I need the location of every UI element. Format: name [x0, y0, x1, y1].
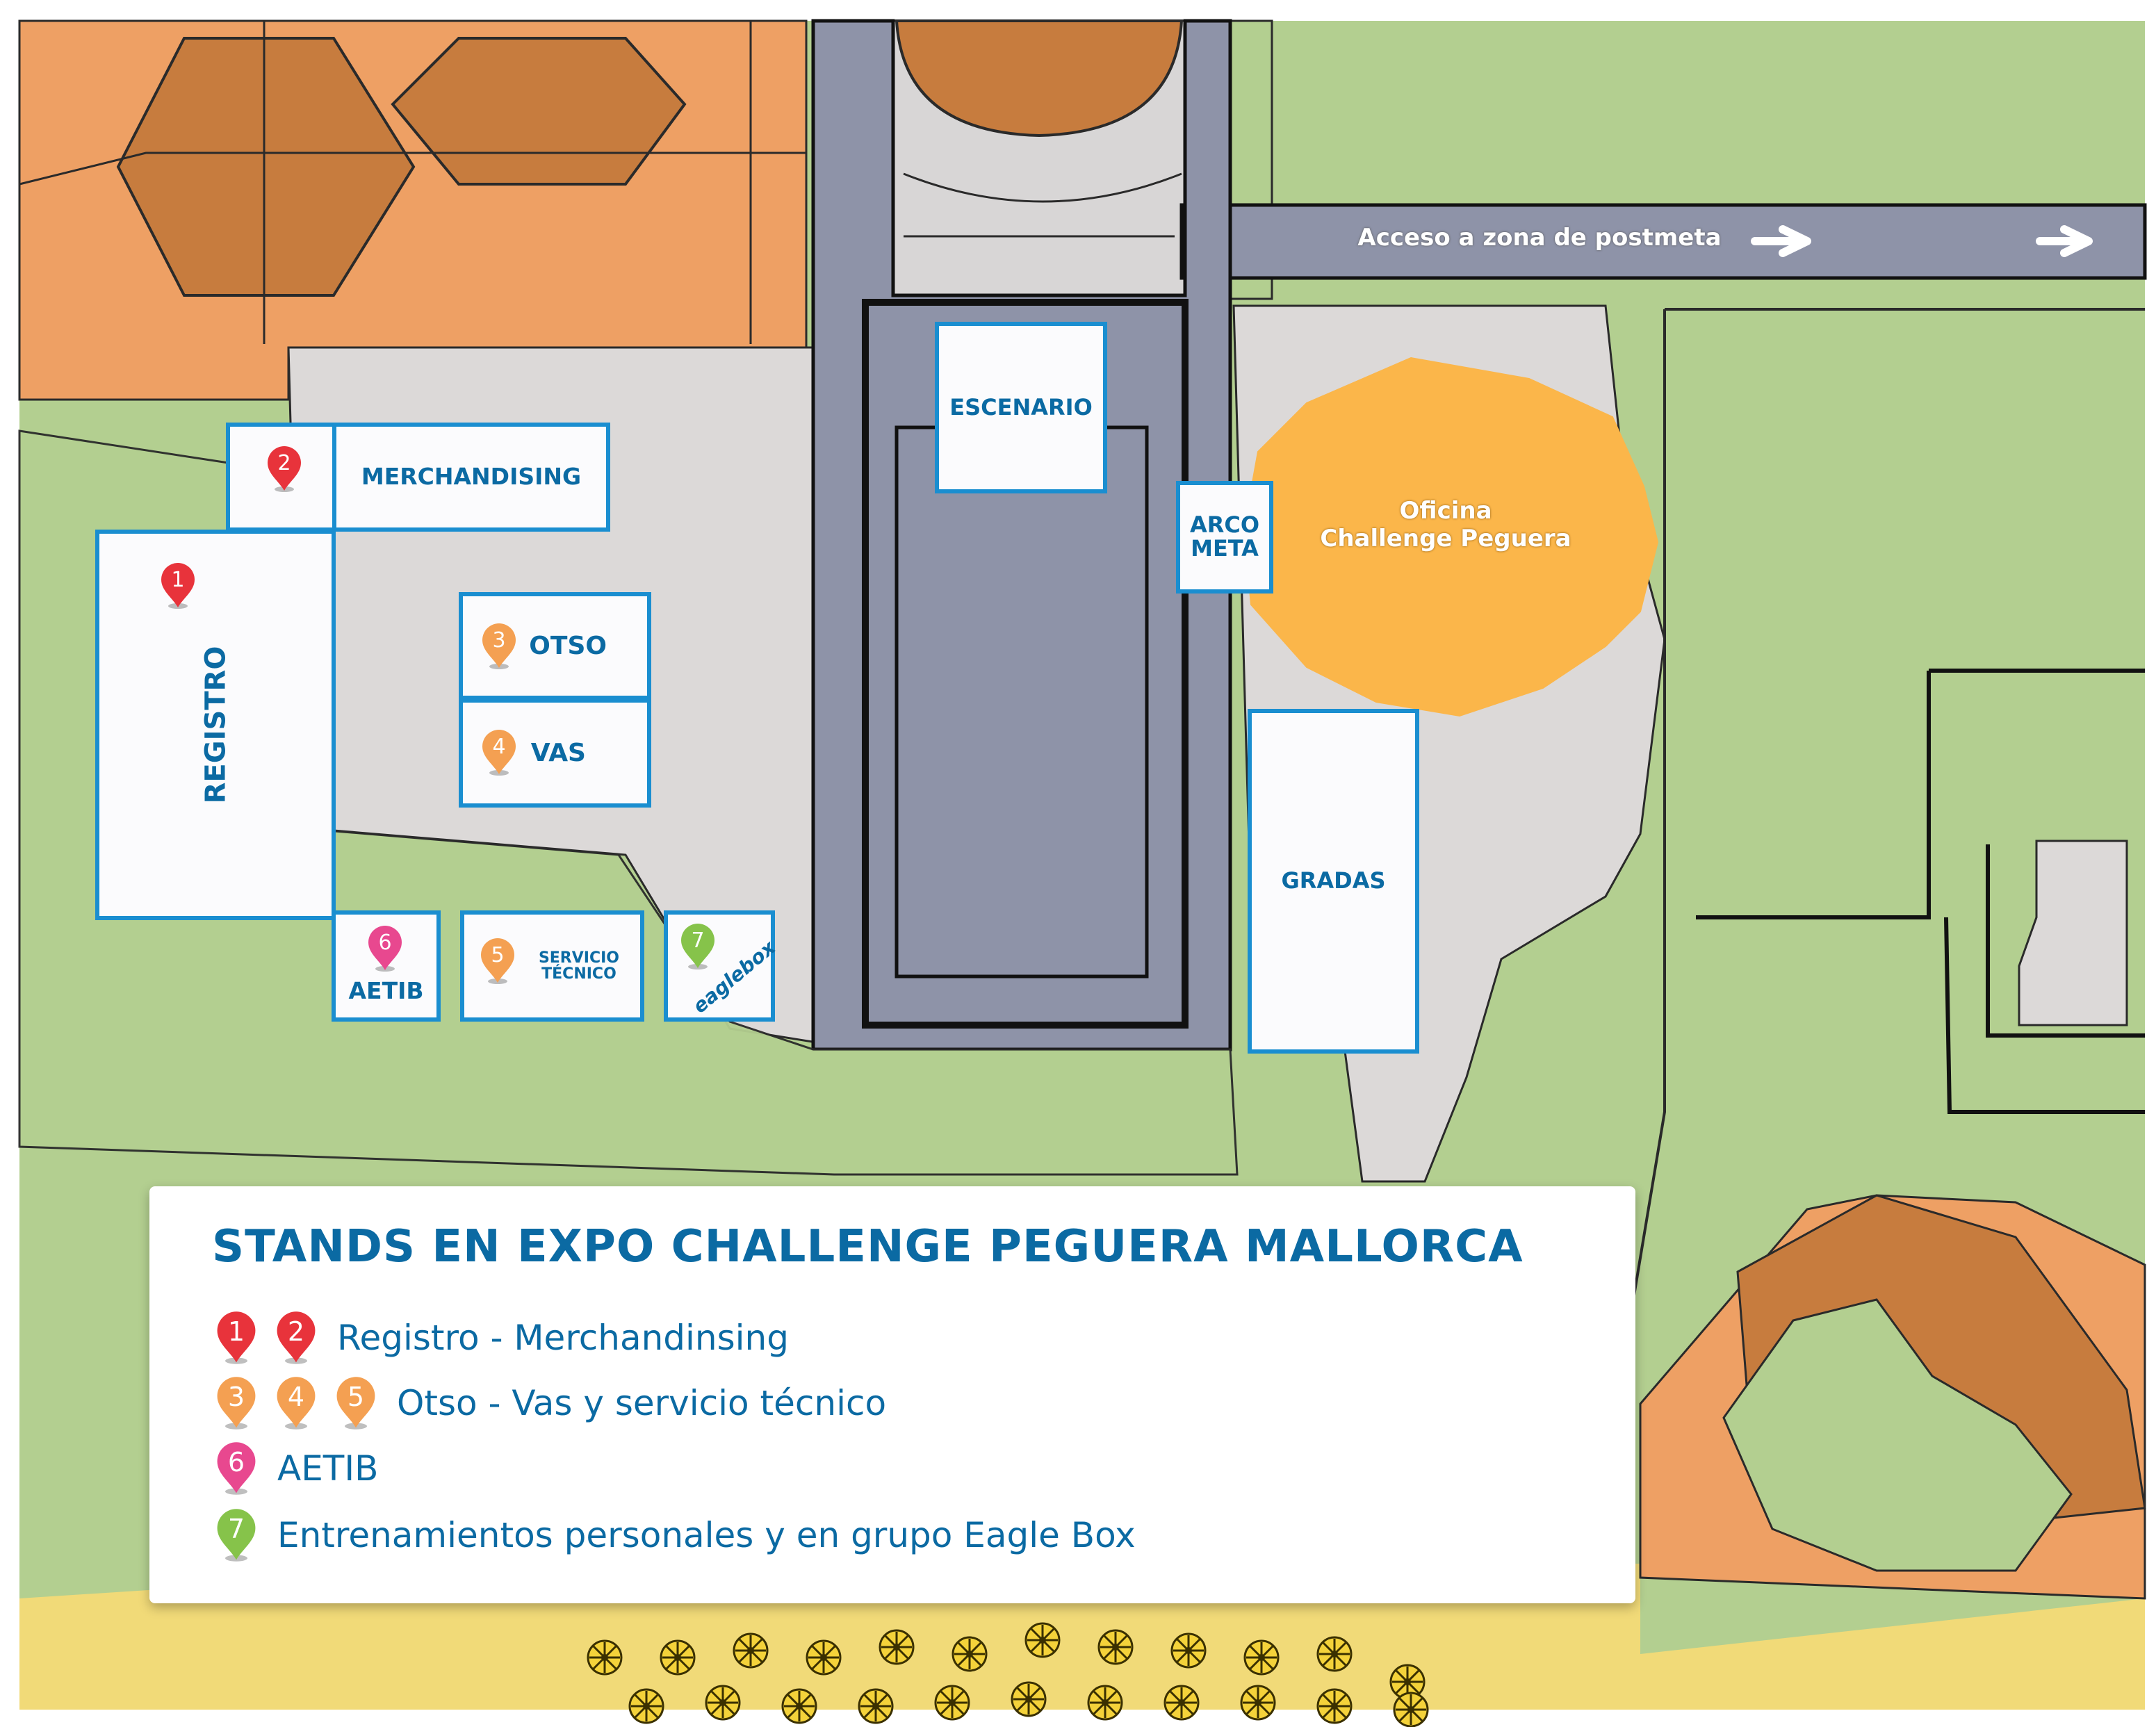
- stand-otso-label: OTSO: [529, 631, 607, 660]
- pin-4-icon: [482, 730, 516, 776]
- stand-arco-line2: META: [1191, 535, 1259, 562]
- stand-arco-line1: ARCO: [1189, 511, 1260, 539]
- pin-2-icon: [268, 446, 301, 492]
- pin-7[interactable]: 7: [680, 922, 716, 971]
- legend-text-aetib: AETIB: [277, 1448, 379, 1489]
- legend-row-otso: 3 4 5 Otso - Vas y servicio técnico: [213, 1375, 886, 1431]
- access-road-arrow-1: [1751, 225, 1811, 257]
- stand-merchandising[interactable]: MERCHANDISING: [332, 423, 610, 532]
- stand-otso[interactable]: OTSO: [459, 592, 651, 700]
- pin-6-icon: [368, 926, 402, 972]
- office-label-line2: Challenge Peguera: [1320, 525, 1571, 553]
- pin-2-number: 2: [277, 450, 291, 475]
- pin-1-number: 1: [171, 567, 185, 592]
- garden-plaza: [2018, 840, 2128, 1026]
- legend-row-eaglebox: 7 Entrenamientos personales y en grupo E…: [213, 1507, 1136, 1563]
- office-label: Oficina Challenge Peguera: [1251, 497, 1640, 553]
- pin-3-icon: [482, 623, 516, 669]
- pin-4[interactable]: 4: [481, 728, 517, 777]
- orange-building: [18, 19, 808, 401]
- stand-registro[interactable]: REGISTRO: [95, 530, 336, 920]
- pin-1[interactable]: 1: [160, 562, 196, 610]
- pin-5-icon: [481, 938, 514, 984]
- pin-5-number: 5: [491, 942, 505, 967]
- stand-escenario[interactable]: ESCENARIO: [935, 322, 1107, 493]
- access-road-arrow-2: [2036, 225, 2093, 257]
- legend-pin-4: 4: [273, 1375, 319, 1431]
- legend-pin-2-icon: [277, 1311, 316, 1364]
- stand-vas-label: VAS: [530, 738, 586, 767]
- pin-3[interactable]: 3: [481, 622, 517, 671]
- garden-enclosure: [1696, 669, 2145, 1114]
- legend-text-registro: Registro - Merchandinsing: [337, 1318, 789, 1358]
- pin-7-number: 7: [691, 928, 705, 953]
- legend-pin-5-icon: [336, 1377, 375, 1430]
- legend-row-registro: 1 2 Registro - Merchandinsing: [213, 1310, 789, 1366]
- legend-panel: STANDS EN EXPO CHALLENGE PEGUERA MALLORC…: [149, 1186, 1635, 1603]
- stand-servicio-line2: TÉCNICO: [541, 965, 616, 983]
- legend-pin-7-number: 7: [227, 1514, 245, 1544]
- legend-row-aetib: 6 AETIB: [213, 1441, 378, 1496]
- pin-2[interactable]: 2: [266, 445, 302, 493]
- legend-text-otso: Otso - Vas y servicio técnico: [397, 1383, 887, 1423]
- stand-merchandising-label: MERCHANDISING: [361, 463, 582, 491]
- stand-escenario-label: ESCENARIO: [949, 393, 1093, 420]
- legend-pin-5: 5: [333, 1375, 379, 1431]
- office-label-line1: Oficina: [1399, 497, 1492, 525]
- hexagon-1: [116, 37, 416, 297]
- pin-7-icon: [681, 924, 714, 969]
- pin-5[interactable]: 5: [480, 937, 516, 985]
- stand-arco-label: ARCO META: [1190, 514, 1259, 560]
- legend-pin-7: 7: [213, 1507, 259, 1563]
- stand-gradas-label: GRADAS: [1281, 867, 1386, 894]
- legend-pin-6-number: 6: [227, 1447, 245, 1478]
- legend-text-eaglebox: Entrenamientos personales y en grupo Eag…: [277, 1515, 1136, 1555]
- legend-pin-3-icon: [217, 1377, 256, 1430]
- stand-servicio-line1: SERVICIO: [538, 949, 619, 967]
- legend-pin-1: 1: [213, 1310, 259, 1366]
- legend-title: STANDS EN EXPO CHALLENGE PEGUERA MALLORC…: [212, 1221, 1524, 1272]
- pin-6[interactable]: 6: [367, 924, 403, 973]
- pin-4-number: 4: [492, 734, 506, 759]
- legend-pin-6: 6: [213, 1441, 259, 1496]
- legend-pin-2-number: 2: [287, 1316, 305, 1347]
- legend-pin-3-number: 3: [227, 1382, 245, 1412]
- legend-pin-3: 3: [213, 1375, 259, 1431]
- stand-eaglebox[interactable]: eaglebox: [664, 910, 780, 1022]
- stand-registro-label: REGISTRO: [199, 646, 231, 804]
- stand-aetib-label: AETIB: [348, 977, 424, 1005]
- stand-gradas[interactable]: GRADAS: [1248, 709, 1419, 1054]
- stand-arco-meta[interactable]: ARCO META: [1176, 481, 1273, 594]
- pin-6-number: 6: [378, 930, 392, 955]
- legend-pin-4-number: 4: [287, 1382, 305, 1412]
- access-road-label: Acceso a zona de postmeta: [1357, 224, 1722, 252]
- stand-servicio-label: SERVICIO TÉCNICO: [539, 950, 619, 982]
- pin-3-number: 3: [492, 628, 506, 653]
- legend-pin-7-icon: [217, 1509, 256, 1562]
- legend-pin-2: 2: [273, 1310, 319, 1366]
- legend-pin-4-icon: [277, 1377, 316, 1430]
- pin-1-icon: [161, 563, 195, 609]
- access-road: [1179, 203, 2147, 280]
- legend-pin-1-number: 1: [227, 1316, 245, 1347]
- hexagon-2: [391, 37, 687, 186]
- legend-pin-1-icon: [217, 1311, 256, 1364]
- legend-pin-6-icon: [217, 1442, 256, 1495]
- legend-pin-5-number: 5: [347, 1382, 365, 1412]
